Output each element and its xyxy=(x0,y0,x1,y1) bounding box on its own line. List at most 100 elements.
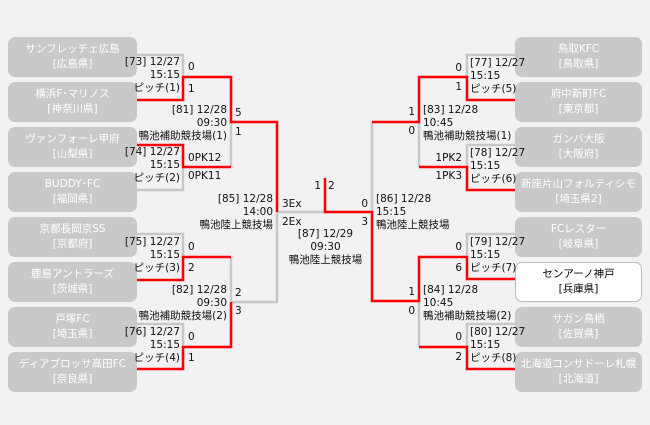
match-id: [87] 12/29 xyxy=(297,228,354,240)
team-name: ヴァンフォーレ甲府 xyxy=(25,133,120,145)
team-box[interactable]: 北海道コンサドーレ札幌[北海道] xyxy=(515,352,642,392)
team-name: 京都長岡京SS xyxy=(39,223,106,235)
team-prefecture: [茨城県] xyxy=(52,283,93,295)
score: 0 xyxy=(455,241,462,253)
match-id: [84] 12/28 xyxy=(423,284,479,296)
match-id: [86] 12/28 xyxy=(376,193,432,205)
score: 0 xyxy=(455,331,462,343)
team-box[interactable]: FCレスター [岐阜県] xyxy=(515,217,642,257)
match-time: 09:30 xyxy=(310,241,341,253)
score: 2 xyxy=(235,287,242,299)
team-box[interactable]: ガンバ大阪[大阪府] xyxy=(515,127,642,167)
match-venue: ピッチ(8) xyxy=(470,352,517,364)
match-venue: 鴨池陸上競技場 xyxy=(288,254,363,266)
match-id: [74] 12/27 xyxy=(124,146,180,158)
team-prefecture: [岐阜県] xyxy=(558,238,599,250)
match-venue: 鴨池補助競技場(1) xyxy=(423,130,512,142)
team-name: 横浜F･マリノス xyxy=(35,88,110,100)
score: 3 xyxy=(361,216,368,228)
score: 3Ex xyxy=(282,198,302,210)
score: 2Ex xyxy=(282,216,302,228)
score: 3 xyxy=(235,305,242,317)
team-box[interactable]: 京都長岡京SS [京都府] xyxy=(8,217,137,257)
team-box[interactable]: ディアブロッサ高田FC [奈良県] xyxy=(8,352,137,392)
match-venue: ピッチ(6) xyxy=(470,173,517,185)
match-id: [76] 12/27 xyxy=(124,326,180,338)
match-venue: ピッチ(3) xyxy=(133,262,180,274)
team-box[interactable]: 横浜F･マリノス[神奈川県] xyxy=(8,82,137,122)
score: 0 xyxy=(408,125,415,137)
team-box[interactable]: 府中新町FC[東京都] xyxy=(515,82,642,122)
team-name: BUDDY･FC xyxy=(44,178,101,190)
team-prefecture: [埼玉県2] xyxy=(555,193,602,205)
team-name: FCレスター xyxy=(550,223,607,235)
score: 1 xyxy=(408,286,415,298)
team-name: ディアブロッサ高田FC xyxy=(18,358,127,370)
match-venue: 鴨池補助競技場(2) xyxy=(138,310,227,322)
team-prefecture: [奈良県] xyxy=(52,373,93,385)
match-time: 15:15 xyxy=(149,159,180,171)
team-prefecture: [京都府] xyxy=(52,238,93,250)
match-id: [81] 12/28 xyxy=(171,104,227,116)
match-venue: 鴨池陸上競技場 xyxy=(376,219,450,231)
team-name: 鹿島アントラーズ xyxy=(30,268,115,280)
match-id: [73] 12/27 xyxy=(124,56,180,68)
score: 1 xyxy=(455,81,462,93)
team-prefecture: [福岡県] xyxy=(52,193,93,205)
match-id: [80] 12/27 xyxy=(470,326,526,338)
score: 1 xyxy=(408,106,415,118)
score: 1PK3 xyxy=(435,170,462,182)
score: 1 xyxy=(314,180,321,192)
team-name: サンフレッチェ広島 xyxy=(25,43,120,55)
team-name: 戸塚FC xyxy=(55,313,90,325)
champion-team-box[interactable]: センアーノ神戸 [兵庫県] xyxy=(515,262,642,302)
team-box[interactable]: 鹿島アントラーズ [茨城県] xyxy=(8,262,137,302)
match-time: 09:30 xyxy=(196,117,227,129)
team-box[interactable]: 戸塚FC[埼玉県] xyxy=(8,307,137,347)
team-box[interactable]: BUDDY･FC [福岡県] xyxy=(8,172,137,212)
score: 0 xyxy=(455,62,462,74)
score: 5 xyxy=(235,107,242,119)
bracket-lines-gray xyxy=(137,53,515,347)
score: 6 xyxy=(455,262,462,274)
match-venue: ピッチ(7) xyxy=(470,262,517,274)
match-time: 15:15 xyxy=(470,160,501,172)
match-venue: ピッチ(4) xyxy=(133,352,180,364)
match-time: 15:15 xyxy=(470,249,501,261)
match-time: 15:15 xyxy=(149,69,180,81)
team-prefecture: [兵庫県] xyxy=(558,283,599,295)
team-box[interactable]: 新座片山フォルティシモ [埼玉県2] xyxy=(515,172,642,212)
match-venue: 鴨池陸上競技場 xyxy=(199,219,274,231)
team-box[interactable]: サガン鳥栖[佐賀県] xyxy=(515,307,642,347)
team-prefecture: [鳥取県] xyxy=(558,58,599,70)
team-box[interactable]: 鳥取KFC[鳥取県] xyxy=(515,37,642,77)
team-name: ガンバ大阪 xyxy=(552,133,605,145)
match-time: 15:15 xyxy=(149,339,180,351)
team-box[interactable]: ヴァンフォーレ甲府 [山梨県] xyxy=(8,127,137,167)
team-name: 新座片山フォルティシモ xyxy=(521,178,636,190)
team-box[interactable]: サンフレッチェ広島[広島県] xyxy=(8,37,137,77)
score: 0PK11 xyxy=(188,170,222,182)
match-id: [77] 12/27 xyxy=(470,57,526,69)
match-venue: 鴨池補助競技場(1) xyxy=(138,130,227,142)
score: 0 xyxy=(361,198,368,210)
score: 2 xyxy=(188,262,195,274)
team-prefecture: [山梨県] xyxy=(52,148,93,160)
team-name: センアーノ神戸 xyxy=(542,268,615,280)
